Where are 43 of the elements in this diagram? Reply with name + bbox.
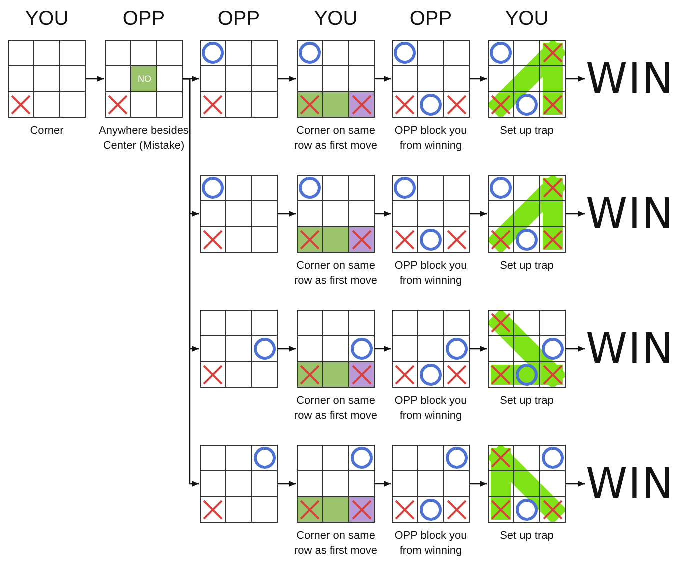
arrow [278, 211, 296, 217]
arrow [86, 76, 104, 82]
arrow [566, 481, 585, 487]
arrow [470, 76, 487, 82]
win-text: WIN [586, 56, 674, 102]
column-heading: YOU [504, 8, 550, 31]
board-caption: Corner on same row as first move [293, 394, 379, 424]
arrow [375, 211, 391, 217]
column-heading: OPP [122, 8, 166, 31]
arrow [566, 346, 585, 352]
arrow [470, 346, 487, 352]
board-caption: Corner on same row as first move [293, 124, 379, 154]
arrow [566, 211, 585, 217]
arrow [278, 481, 296, 487]
board-caption: Corner on same row as first move [293, 259, 379, 289]
board-caption: Corner [29, 124, 65, 139]
cell-label: NO [138, 74, 152, 84]
arrow [183, 78, 199, 487]
win-text: WIN [586, 326, 674, 372]
arrow [375, 76, 391, 82]
column-heading: YOU [24, 8, 70, 31]
win-text: WIN [586, 191, 674, 237]
board-caption: Set up trap [499, 124, 555, 139]
board-caption: Set up trap [499, 259, 555, 274]
board-caption: OPP block you from winning [394, 259, 468, 289]
board-caption: OPP block you from winning [394, 124, 468, 154]
board-caption: Corner on same row as first move [293, 529, 379, 559]
board-caption: Set up trap [499, 529, 555, 544]
board-caption: Set up trap [499, 394, 555, 409]
column-heading: OPP [216, 8, 262, 31]
arrow [470, 481, 487, 487]
column-heading: OPP [408, 8, 454, 31]
arrow [470, 211, 487, 217]
board-caption: OPP block you from winning [394, 529, 468, 559]
column-heading: YOU [313, 8, 359, 31]
win-text: WIN [586, 461, 674, 507]
arrow [566, 76, 585, 82]
arrow [375, 481, 391, 487]
board-caption: Anywhere besides Center (Mistake) [98, 124, 190, 154]
arrow [278, 76, 296, 82]
arrow [375, 346, 391, 352]
arrow [278, 346, 296, 352]
board-caption: OPP block you from winning [394, 394, 468, 424]
